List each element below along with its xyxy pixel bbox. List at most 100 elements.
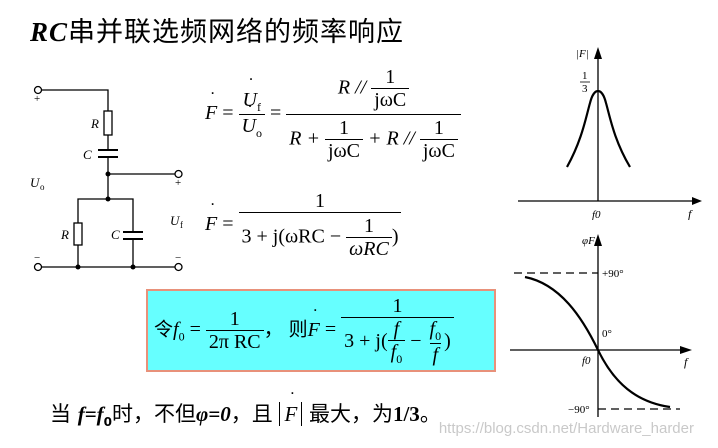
watermark: https://blog.csdn.net/Hardware_harder (438, 420, 694, 437)
phase-x-tick: f0 (582, 355, 591, 367)
box-f0: f (173, 318, 179, 341)
eq2-den-prefix: 3 + j(ωRC − (241, 225, 347, 248)
phase-minus90: −90° (568, 404, 590, 416)
phase-y-label: φF (582, 235, 595, 247)
phase-zero: 0° (602, 328, 612, 340)
label-plus-in: + (34, 93, 40, 105)
label-uo: U (30, 175, 41, 190)
highlight-box-f0-definition: 令f0 = 12π RC， 则F = 1 3 + j(ff0 − f0f) (146, 289, 496, 372)
box-minus: − (405, 330, 427, 353)
input-minus-terminal (33, 262, 43, 272)
conc-shi: 时，不但 (112, 402, 196, 426)
conc-F: F (284, 388, 297, 427)
box-equals: = (189, 318, 201, 341)
mag-x-label: f (688, 207, 693, 220)
eq1-uo-sub: o (255, 125, 262, 140)
shunt-resistor (73, 222, 83, 246)
box-f0-den: f (390, 341, 397, 364)
eq1-den-plus-r: + R // (368, 127, 420, 150)
box-f0-num: f (429, 318, 436, 340)
label-c-top: C (83, 147, 92, 162)
box-f-num: f (393, 318, 400, 341)
mag-peak-num: 1 (582, 70, 588, 82)
box-f-den: f (429, 343, 442, 367)
conc-end: 。 (419, 402, 441, 426)
eq2-den-suffix: ) (391, 225, 399, 248)
box-f0-num-sub: 0 (435, 329, 442, 343)
eq1-lhs: F (205, 88, 217, 125)
eq1-equals-2: = (269, 102, 282, 125)
eq1-uf-sub: f (256, 99, 261, 114)
eq2-num: 1 (314, 190, 325, 212)
box-one: 1 (229, 308, 240, 331)
rc-circuit-diagram: R C R C U U o f + + − − (30, 85, 183, 272)
box-f0-den-sub: 0 (396, 352, 403, 367)
eq1-one-c: 1 (433, 117, 444, 139)
slide-title: RC串并联选频网络的频率响应 (30, 10, 404, 49)
conc-f-eq: f=f (77, 402, 104, 426)
mag-peak-den: 3 (582, 83, 588, 95)
label-uf-sub: f (180, 220, 183, 230)
eq1-den-r: R + (289, 127, 325, 150)
eq1-equals: = (222, 102, 234, 125)
box-one-2: 1 (392, 295, 403, 317)
output-plus-terminal (174, 169, 183, 179)
eq2-inner-num: 1 (363, 215, 374, 237)
eq1-one-b: 1 (338, 117, 349, 139)
eq2-lhs: F (205, 199, 217, 236)
phase-y-arrow (594, 234, 602, 246)
label-r-top: R (90, 116, 99, 131)
box-equals-2: = (324, 318, 337, 341)
phase-response-plot: φF +90° 0° f0 f −90° (510, 234, 692, 417)
label-uf: U (170, 213, 181, 228)
series-resistor (103, 110, 113, 136)
eq1-ratio: Uf Uo (238, 75, 265, 141)
mag-y-label: |F| (576, 48, 589, 60)
magnitude-response-plot: |F| 1 3 f0 f (518, 47, 702, 220)
label-c-bottom: C (111, 227, 120, 242)
mag-y-arrow (594, 47, 602, 59)
label-minus-out: − (175, 252, 181, 264)
mag-x-tick: f0 (592, 209, 601, 220)
box-F: F (308, 305, 320, 342)
phase-curve (524, 275, 671, 409)
title-rc: RC (30, 17, 69, 47)
phase-x-label: f (684, 355, 689, 369)
label-plus-out: + (175, 177, 181, 189)
box-ling: 令 (154, 318, 174, 341)
conc-zuida: 最大，为 (308, 402, 393, 426)
eq1-jwc-b: jωC (324, 139, 364, 163)
conc-qie: ，且 (230, 402, 273, 426)
eq2-inner-den: ωRC (346, 237, 392, 261)
conc-dang: 当 (50, 402, 71, 426)
eq1-jwc: jωC (371, 88, 410, 112)
label-uo-sub: o (40, 182, 45, 192)
conclusion-text: 当 f=f0时，不但φ=0，且 F 最大，为1/3。 (50, 388, 441, 430)
label-minus-in: − (34, 252, 40, 264)
box-2pirc: 2π RC (205, 330, 264, 354)
eq1-one: 1 (385, 66, 396, 88)
phase-x-arrow (680, 346, 692, 354)
label-r-bottom: R (60, 227, 69, 242)
eq1-num-r: R // (337, 76, 372, 99)
box-comma: ， (263, 318, 284, 341)
eq1-uo: U (242, 101, 256, 138)
output-minus-terminal (174, 262, 183, 272)
mag-x-arrow (692, 197, 702, 205)
box-f0-sub: 0 (178, 329, 185, 344)
conc-phi: φ=0 (196, 402, 231, 426)
box-den-prefix: 3 + j( (344, 330, 388, 353)
eq1-jwc-c: jωC (419, 139, 458, 163)
mag-curve (566, 89, 631, 168)
title-text: 串并联选频网络的频率响应 (68, 17, 405, 48)
conc-value: 1/3 (392, 402, 420, 426)
eq2-equals: = (222, 213, 234, 236)
box-ze: 则 (288, 318, 308, 341)
box-den-suffix: ) (444, 330, 451, 353)
phase-plus90: +90° (602, 268, 624, 280)
conc-f0-sub: 0 (103, 415, 112, 430)
